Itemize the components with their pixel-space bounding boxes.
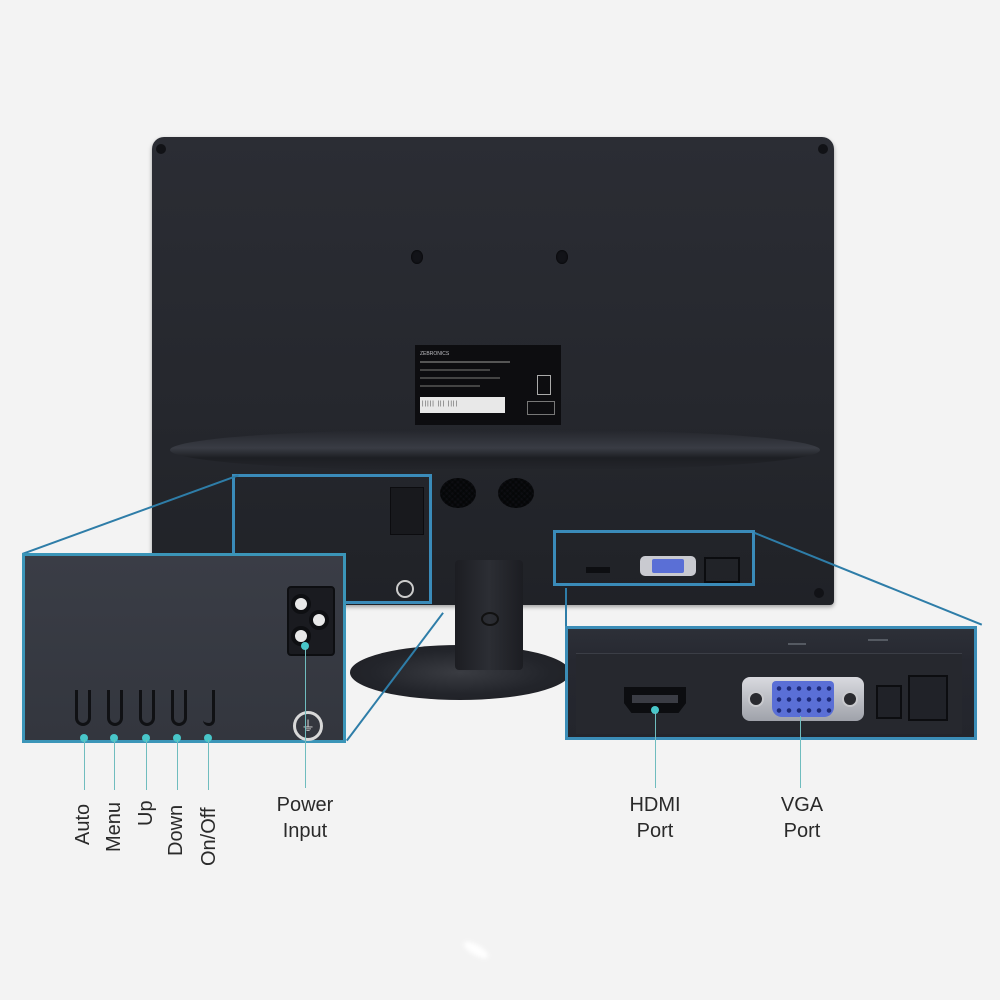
pointer-dot xyxy=(142,734,150,742)
ground-symbol-thumbnail-icon xyxy=(396,580,414,598)
stand-logo-icon xyxy=(481,612,499,626)
label-brand: ZEBRONICS xyxy=(420,351,450,357)
label-on-off: On/Off xyxy=(198,807,220,866)
button-up[interactable] xyxy=(139,690,155,726)
caption-hdmi-port: HDMI Port xyxy=(605,792,705,844)
back-panel-ridge xyxy=(170,430,820,470)
button-auto[interactable] xyxy=(75,690,91,726)
corner-screw-icon xyxy=(814,588,824,598)
vent-grille xyxy=(498,478,534,508)
pointer-line xyxy=(114,740,115,790)
pointer-dot xyxy=(173,734,181,742)
corner-screw-icon xyxy=(156,144,166,154)
label-text-line xyxy=(420,369,490,371)
vesa-mount-hole-icon xyxy=(556,250,568,264)
audio-port-thumbnail xyxy=(704,557,740,583)
pointer-line xyxy=(177,740,178,790)
label-menu: Menu xyxy=(103,801,125,852)
dc-port xyxy=(908,675,948,721)
button-down[interactable] xyxy=(171,690,187,726)
highlight-frame-right xyxy=(553,530,755,586)
pointer-line xyxy=(655,712,656,788)
caption-line: Port xyxy=(636,820,674,842)
pointer-line xyxy=(84,740,85,790)
vga-pins xyxy=(772,681,834,717)
power-socket-thumbnail xyxy=(390,487,424,535)
hdmi-port-thumbnail xyxy=(586,567,610,573)
ports-zoom-panel xyxy=(565,626,977,740)
vga-screw-icon xyxy=(842,691,858,707)
hdmi-port-inner xyxy=(632,695,678,703)
pointer-dot xyxy=(110,734,118,742)
barcode-text: ||||| ||| |||| xyxy=(422,401,459,407)
controls-zoom-panel: ⏚ xyxy=(22,553,346,743)
caption-line: VGA xyxy=(780,794,824,816)
vga-port xyxy=(742,677,864,721)
caption-line: HDMI xyxy=(629,794,681,816)
compliance-icon xyxy=(527,401,555,415)
pointer-line xyxy=(800,716,801,788)
button-on-off[interactable] xyxy=(203,690,215,726)
barcode: ||||| ||| |||| xyxy=(420,397,505,413)
vesa-mount-hole-icon xyxy=(411,250,423,264)
pointer-dot xyxy=(301,642,309,650)
caption-line: Input xyxy=(282,820,328,842)
pointer-dot xyxy=(80,734,88,742)
caption-line: Port xyxy=(783,820,821,842)
label-down: Down xyxy=(165,804,187,856)
ground-icon: ⏚ xyxy=(293,711,323,741)
port-marking xyxy=(788,643,806,645)
caption-power-input: Power Input xyxy=(255,792,355,844)
button-menu[interactable] xyxy=(107,690,123,726)
label-text-line xyxy=(420,361,510,363)
vent-grille xyxy=(440,478,476,508)
corner-screw-icon xyxy=(818,144,828,154)
pointer-line xyxy=(146,740,147,790)
certification-icon xyxy=(537,375,551,395)
pointer-dot xyxy=(651,706,659,714)
port-marking xyxy=(868,639,888,641)
socket-pin xyxy=(291,594,311,614)
label-text-line xyxy=(420,377,500,379)
power-input-socket xyxy=(287,586,335,656)
audio-port xyxy=(876,685,902,719)
light-glare xyxy=(461,938,491,962)
zoom-connector-line xyxy=(565,588,567,628)
pointer-line xyxy=(305,648,306,788)
vga-port-thumbnail xyxy=(640,556,696,576)
pointer-dot xyxy=(204,734,212,742)
label-up: Up xyxy=(135,800,157,826)
pointer-line xyxy=(208,740,209,790)
label-auto: Auto xyxy=(72,803,94,845)
socket-pin xyxy=(309,610,329,630)
caption-vga-port: VGA Port xyxy=(752,792,852,844)
ground-glyph: ⏚ xyxy=(301,718,315,734)
vga-face-thumbnail xyxy=(652,559,684,573)
vga-screw-icon xyxy=(748,691,764,707)
label-text-line xyxy=(420,385,480,387)
spec-label-sticker: ZEBRONICS ||||| ||| |||| xyxy=(415,345,561,425)
caption-line: Power xyxy=(276,794,334,816)
